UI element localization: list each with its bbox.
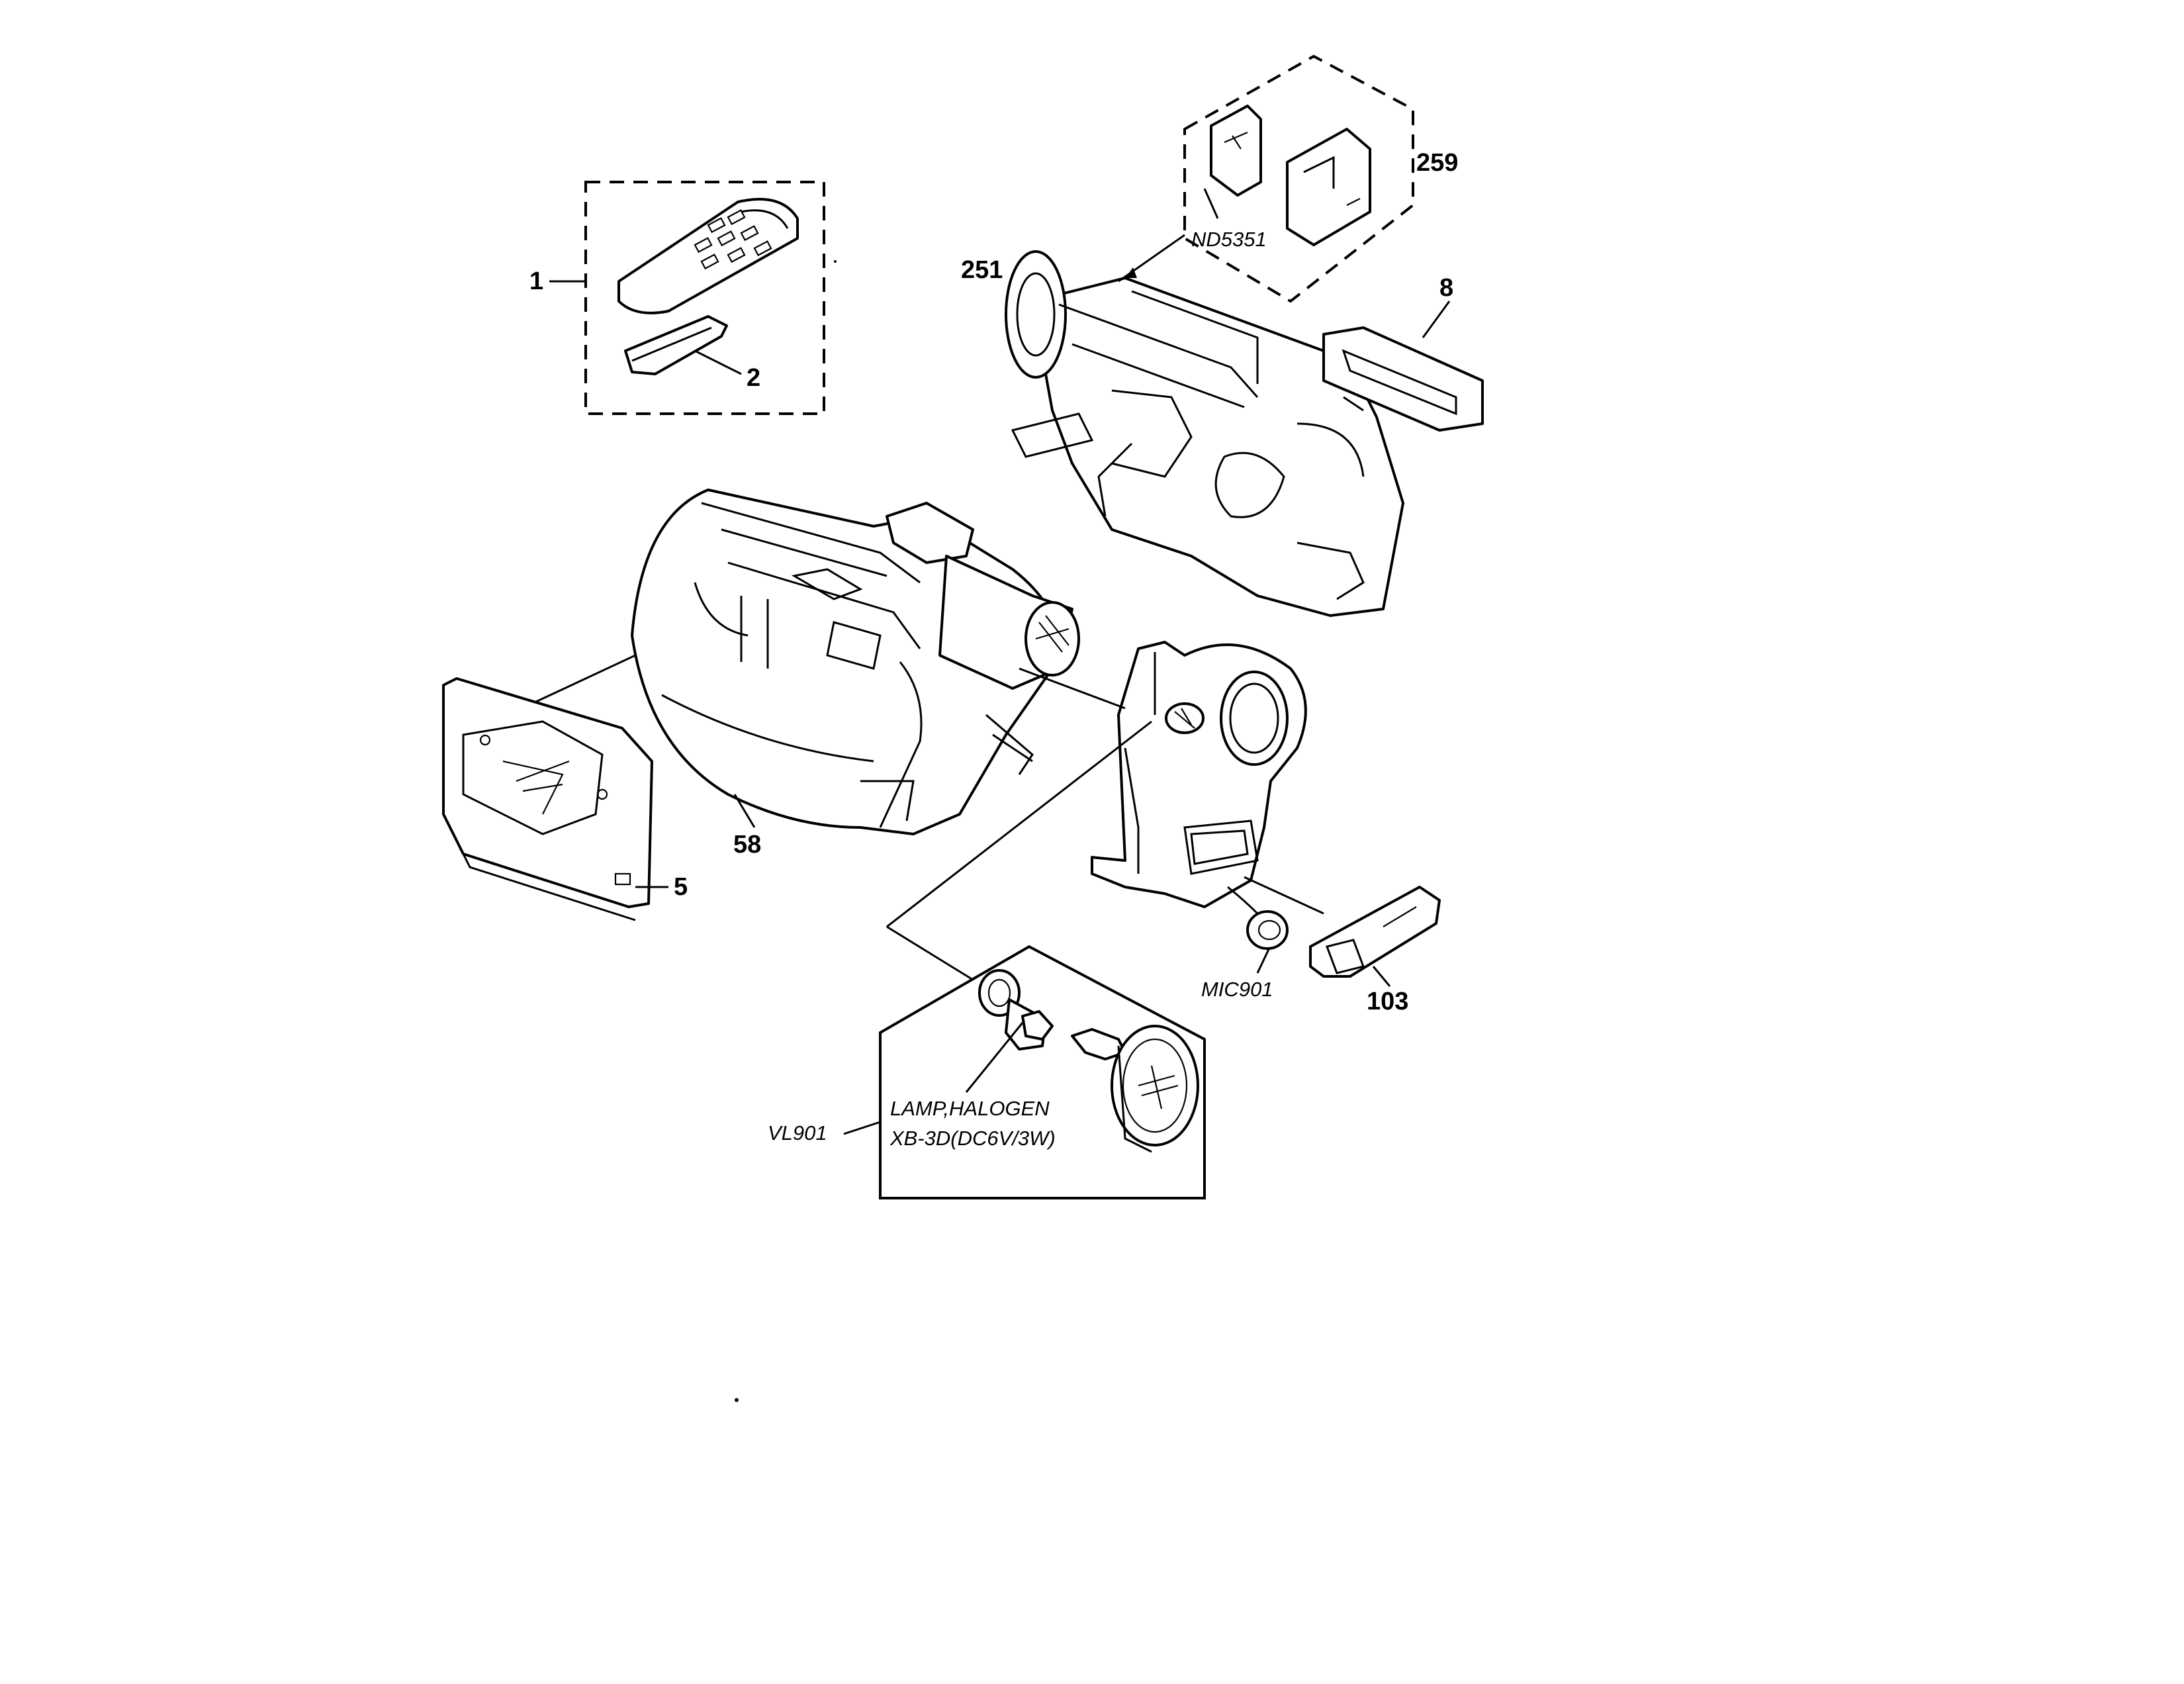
label-part-2: 2 [747, 364, 760, 392]
label-part-1: 1 [529, 267, 543, 295]
video-light-box [879, 945, 1206, 1199]
stray-dot [735, 1398, 739, 1402]
nd-filter-block [1210, 105, 1262, 197]
lamp-reflector [1071, 1025, 1199, 1153]
remote-commander-group: 1 2 [529, 181, 825, 415]
label-part-8: 8 [1439, 274, 1453, 302]
label-vl901: VL901 [768, 1121, 827, 1145]
label-mic901: MIC901 [1201, 978, 1273, 1001]
stray-dot-small [834, 260, 837, 263]
label-part-103: 103 [1367, 988, 1408, 1015]
video-light-group: VL901 LAMP,HALOGEN XB-3D(DC6V/3W) [768, 945, 1206, 1199]
lens-block [886, 502, 1080, 690]
battery-lid [624, 315, 728, 375]
microphone-mic901 [1227, 886, 1289, 950]
viewfinder-body [1005, 250, 1404, 617]
label-lamp-line2: XB-3D(DC6V/3W) [889, 1127, 1056, 1150]
nd-filter-dashed-box [1183, 54, 1414, 303]
eyecup [1005, 250, 1067, 379]
label-part-259: 259 [1416, 149, 1458, 177]
lcd-plate-8 [1322, 326, 1484, 432]
remote-commander [617, 197, 799, 314]
shield-cover-259 [1286, 128, 1371, 246]
front-lens-cover [886, 641, 1307, 981]
microphone-group: MIC901 103 [1201, 876, 1441, 1015]
side-panel-5: 5 [442, 654, 688, 921]
mic-cover-103 [1309, 886, 1441, 978]
label-part-251: 251 [961, 256, 1003, 284]
label-nd5351: ND5351 [1191, 228, 1267, 251]
label-part-5: 5 [674, 873, 688, 901]
viewfinder-group: 251 259 8 ND5351 [961, 54, 1484, 617]
halogen-lamp [1021, 1010, 1054, 1041]
label-lamp-line1: LAMP,HALOGEN [890, 1097, 1050, 1120]
label-part-58: 58 [733, 831, 761, 859]
main-cabinet-assembly: 58 [631, 489, 1080, 859]
